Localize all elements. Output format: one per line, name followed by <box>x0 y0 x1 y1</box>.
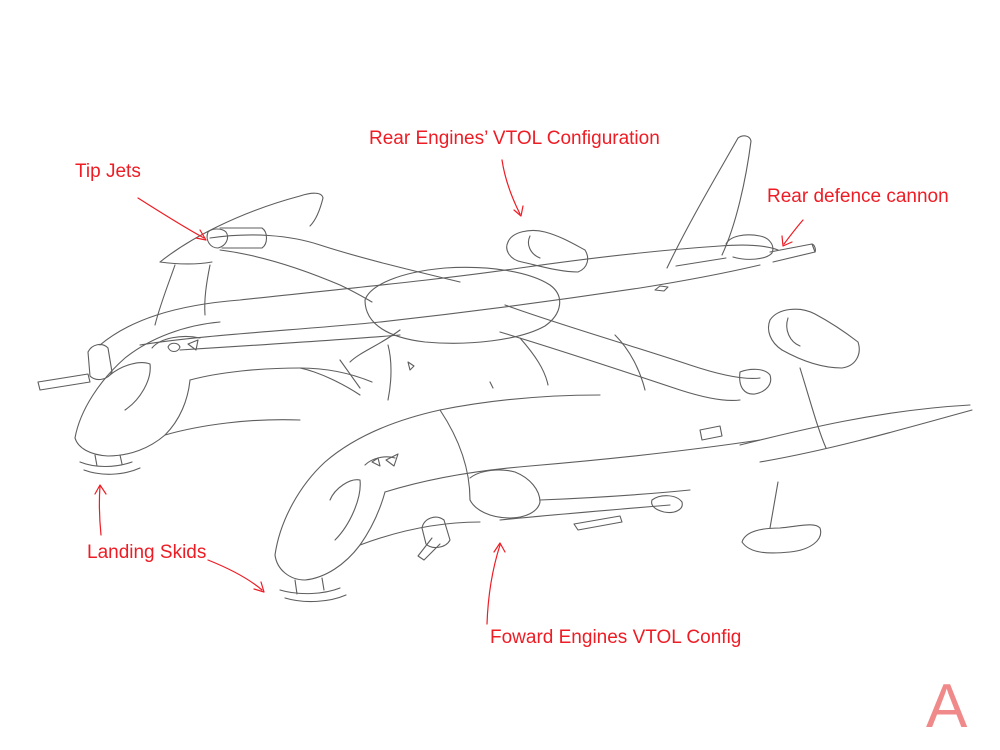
vertical-tail-fin <box>666 135 752 269</box>
landing-skids-label: Landing Skids <box>87 542 207 563</box>
corner-letter: A <box>926 672 968 741</box>
rear-vtol-engine-pods <box>506 229 589 273</box>
rear-aircraft-lower-body <box>164 344 494 436</box>
rear-defence-arrow <box>783 219 804 245</box>
rear-engines-arrowhead <box>513 205 524 217</box>
left-upper-fin <box>154 192 324 326</box>
rear-aircraft-nose <box>74 321 221 457</box>
tip-jet-engine <box>206 227 268 249</box>
annotation-arrows <box>94 159 804 625</box>
rear-defence-arrowhead <box>781 235 793 247</box>
rear-fuselage-upper <box>99 244 779 351</box>
rear-aircraft-landing-skid <box>79 454 141 475</box>
rear-engines-arrow <box>501 159 521 215</box>
front-aircraft-fuselage <box>274 394 761 581</box>
tip-jets-label: Tip Jets <box>75 161 141 182</box>
aircraft-drawing <box>37 135 973 603</box>
landing-skids-arrow-right <box>207 559 263 591</box>
landing-skids-arrowhead-right <box>253 581 265 593</box>
rear-defence-cannon <box>725 234 816 263</box>
forward-engines-label: Foward Engines VTOL Config <box>490 627 742 648</box>
central-dome <box>349 266 561 386</box>
landing-skids-arrowhead-up <box>94 484 107 495</box>
forward-vtol-engines <box>469 469 691 521</box>
forward-engines-arrowhead <box>493 542 506 553</box>
rear-defence-label: Rear defence cannon <box>767 186 949 207</box>
front-aircraft-chin-gun <box>417 516 451 561</box>
rear-engines-label: Rear Engines’ VTOL Configuration <box>369 128 660 149</box>
landing-skids-arrow-up <box>98 485 102 536</box>
forward-engines-arrow <box>486 544 501 625</box>
rear-aircraft-nose-gun <box>37 343 113 391</box>
main-upper-wing <box>209 234 772 402</box>
tip-jets-arrowhead <box>195 229 207 241</box>
tip-jets-arrow <box>137 197 205 239</box>
front-aircraft-wing-and-pods <box>573 308 973 554</box>
front-aircraft-landing-skid <box>279 577 347 603</box>
